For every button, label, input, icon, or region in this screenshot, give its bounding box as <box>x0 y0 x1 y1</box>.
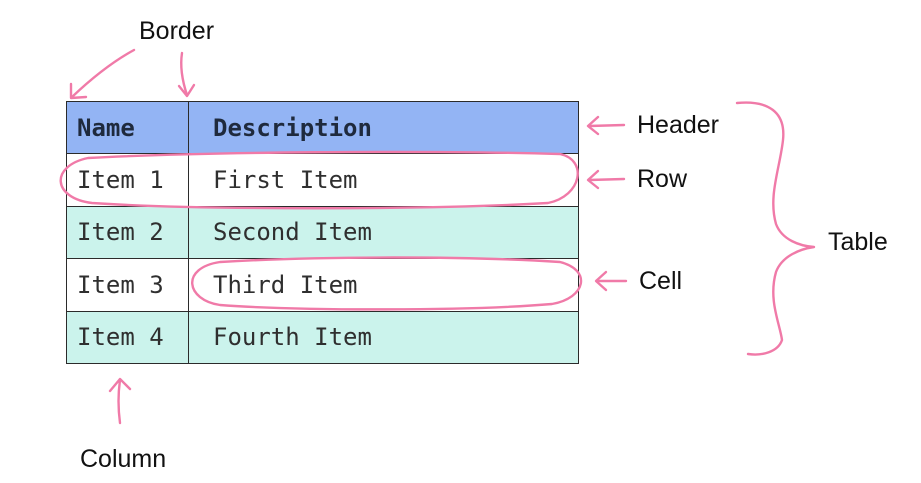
table-cell: Item 1 <box>66 153 189 207</box>
table-cell: Third Item <box>188 258 579 312</box>
table-row: Item 1 First Item <box>66 153 579 207</box>
border-arrow-left <box>70 48 136 99</box>
table-row: Item 3 Third Item <box>66 258 579 312</box>
header-arrow <box>587 123 626 128</box>
row-label: Row <box>637 165 688 193</box>
table-brace <box>735 101 816 356</box>
table-cell: First Item <box>188 153 579 207</box>
table-cell: Item 3 <box>66 258 189 312</box>
column-arrow <box>117 378 122 425</box>
header-cell-name: Name <box>66 101 189 154</box>
border-arrow-right <box>180 51 189 97</box>
column-label: Column <box>80 445 167 473</box>
data-table: Name Description Item 1 First Item Item … <box>66 101 579 364</box>
row-arrow-head <box>586 169 600 190</box>
table-label: Table <box>828 228 888 256</box>
border-label: Border <box>139 17 215 45</box>
cell-label: Cell <box>639 267 683 295</box>
table-cell: Item 2 <box>66 205 189 259</box>
header-row: Name Description <box>66 101 579 154</box>
table-row: Item 4 Fourth Item <box>66 310 579 364</box>
border-arrow-right-head <box>177 83 196 98</box>
table-cell: Item 4 <box>66 310 189 364</box>
header-cell-description: Description <box>188 101 579 154</box>
column-arrow-head <box>108 377 132 393</box>
border-arrow-left-head <box>69 82 88 100</box>
row-arrow <box>587 177 626 182</box>
header-label: Header <box>637 111 719 139</box>
table-cell: Second Item <box>188 205 579 259</box>
header-arrow-head <box>586 115 600 136</box>
table-row: Item 2 Second Item <box>66 205 579 259</box>
cell-arrow-head <box>594 270 608 292</box>
table-cell: Fourth Item <box>188 310 579 364</box>
